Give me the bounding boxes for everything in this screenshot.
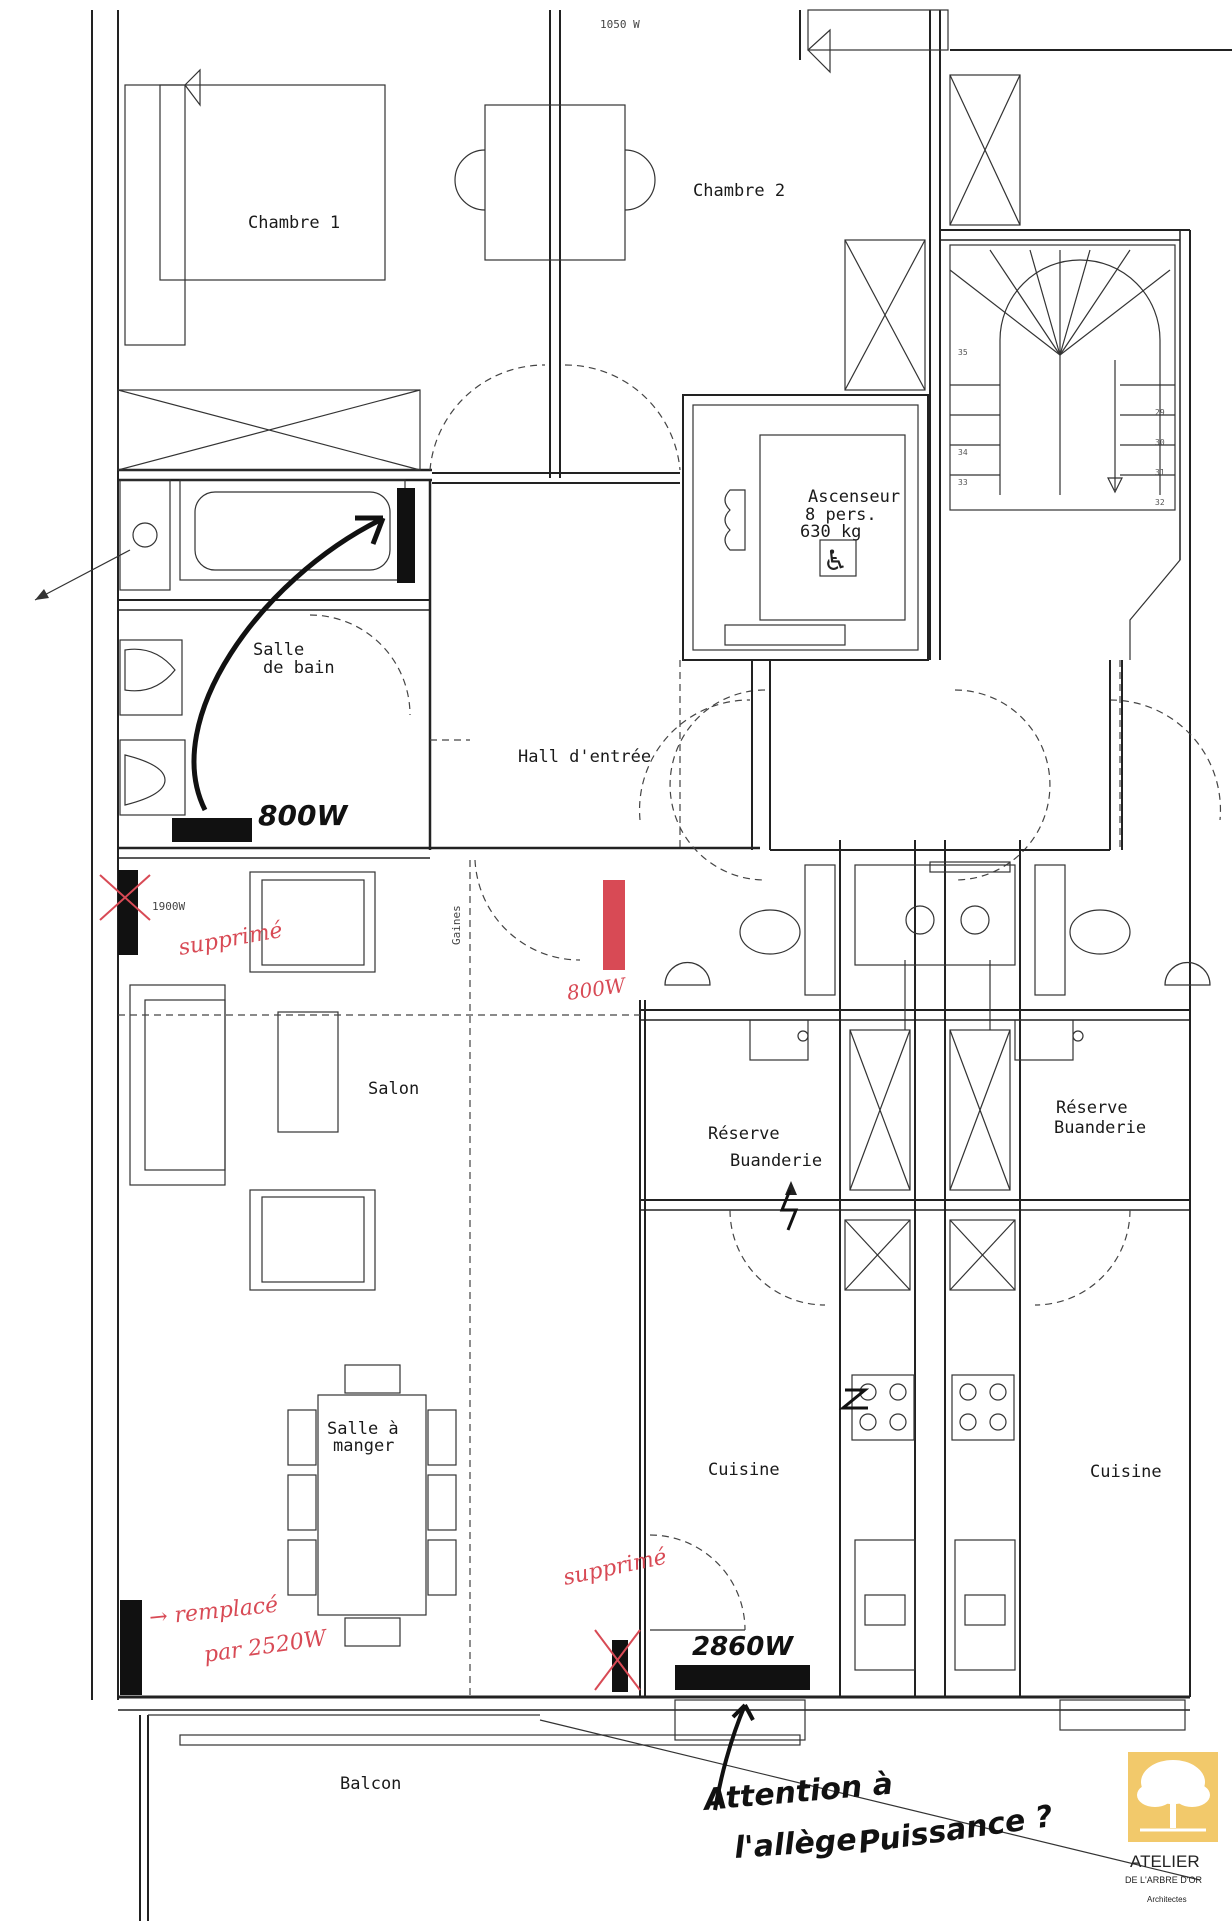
balcony	[139, 1699, 1201, 1921]
elevator-label: Ascenseur	[808, 487, 900, 507]
stair-step-30: 30	[1155, 438, 1165, 447]
staircase	[949, 244, 1181, 660]
stair-step-35: 35	[958, 348, 968, 357]
note-line-3: Puissance ?	[856, 1799, 1055, 1861]
kitchen-arrow-head	[731, 1703, 755, 1721]
dining-furniture	[287, 1364, 457, 1647]
bath-radiator-marker	[397, 488, 415, 583]
note-line-1: Attention à	[701, 1767, 895, 1819]
salon-furniture	[118, 860, 640, 1697]
stair-step-31: 31	[1155, 468, 1165, 477]
elevator	[682, 394, 929, 661]
reserve-lightning-mark	[779, 1189, 799, 1231]
kitchen-right-label: Cuisine	[1090, 1462, 1162, 1482]
chambre2-furniture	[454, 9, 1021, 391]
dining-replaced-note-1: → remplacé	[148, 1593, 279, 1631]
walls	[91, 10, 1232, 1711]
reserve-right-label-line1: Réserve	[1056, 1098, 1128, 1118]
kitchen-radiator-marker	[675, 1665, 810, 1690]
dining-radiator-marker	[120, 1600, 142, 1695]
elevator-capacity-weight: 630 kg	[800, 522, 861, 542]
top-power-label: 1050 W	[600, 18, 640, 31]
reserve-left-label-line2: Buanderie	[730, 1151, 822, 1171]
bathroom-label-line1: Salle	[253, 640, 304, 660]
bath-radiator-power-note: 800W	[258, 799, 348, 832]
reserve-right-label-line2: Buanderie	[1054, 1118, 1146, 1138]
stair-step-33: 33	[958, 478, 968, 487]
bath-radiator-marker-lower	[172, 818, 252, 842]
bath-arrow-head	[355, 515, 386, 545]
chambre2-label: Chambre 2	[693, 181, 785, 201]
kitchen-fixtures	[649, 1219, 1016, 1671]
hall-doors	[474, 660, 1222, 961]
chambre1-furniture	[117, 68, 421, 471]
gaines-label: Gaines	[450, 905, 463, 945]
logo-name: ATELIER	[1130, 1852, 1200, 1871]
cuisine-removed-note: supprimé	[561, 1545, 669, 1591]
stair-step-34: 34	[958, 448, 968, 457]
reserve-left-label-line1: Réserve	[708, 1124, 780, 1144]
kitchen-radiator-arrow	[713, 1704, 747, 1811]
kitchen-radiator-power-note: 2860W	[692, 1632, 794, 1662]
salon-radiator-cross-2	[99, 874, 151, 921]
hall-label: Hall d'entrée	[518, 747, 651, 767]
hall-walls	[751, 660, 1123, 851]
salon-radiator-marker	[118, 870, 138, 955]
bath-radiator-arrow	[191, 517, 382, 812]
tree-icon	[1137, 1760, 1210, 1832]
chambre1-label: Chambre 1	[248, 213, 340, 233]
kitchen-lightning-mark	[838, 1388, 870, 1410]
reserve-fixtures	[729, 1019, 1131, 1306]
salon-label: Salon	[368, 1079, 419, 1099]
dining-replaced-note-2: par 2520W	[202, 1626, 330, 1668]
hall-radiator-power-note: 800W	[565, 973, 628, 1005]
stair-step-32: 32	[1155, 498, 1165, 507]
cuisine-small-radiator-marker	[612, 1640, 628, 1692]
wheelchair-icon: ♿	[823, 544, 848, 577]
logo-subtitle: DE L'ARBRE D'OR	[1125, 1875, 1202, 1885]
dining-label-line2: manger	[333, 1436, 394, 1456]
salon-removed-note: supprimé	[177, 918, 285, 961]
logo-tagline: Architectes	[1147, 1895, 1187, 1904]
dining-label-line1: Salle à	[327, 1419, 399, 1439]
stair-step-29: 29	[1155, 408, 1165, 417]
hall-radiator-marker	[603, 880, 625, 970]
ventilation-arrow	[34, 549, 131, 601]
bathroom-label-line2: de bain	[263, 658, 335, 678]
radiator-salon-label: 1900W	[152, 900, 185, 913]
balcony-label: Balcon	[340, 1774, 401, 1794]
company-logo: ATELIER DE L'ARBRE D'OR Architectes	[1125, 1752, 1218, 1904]
cuisine-small-cross-2	[594, 1629, 641, 1691]
note-line-2: l'allège	[733, 1823, 858, 1866]
elevator-capacity-persons: 8 pers.	[805, 505, 877, 525]
wc-and-shaft	[664, 861, 1211, 1030]
kitchen-left-label: Cuisine	[708, 1460, 780, 1480]
markers	[99, 488, 870, 1811]
bedroom-doors	[429, 364, 681, 471]
